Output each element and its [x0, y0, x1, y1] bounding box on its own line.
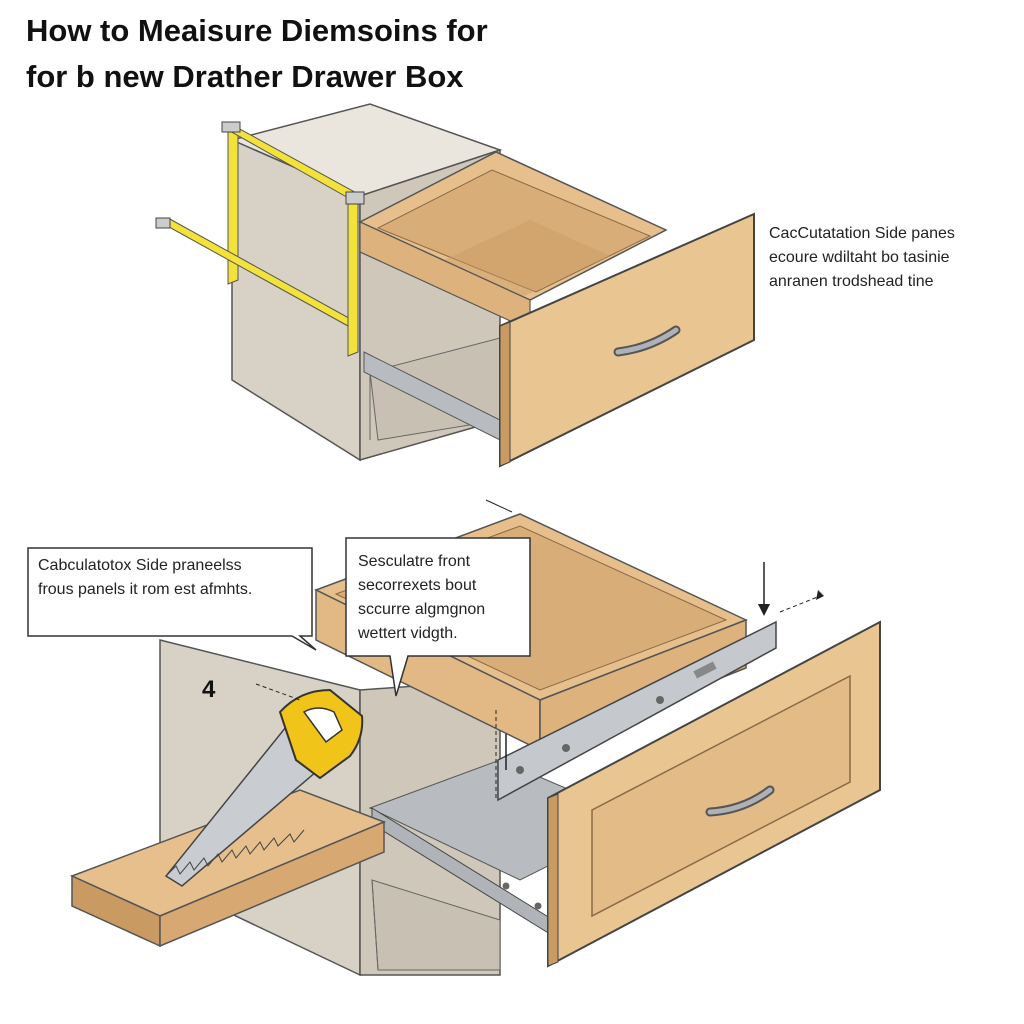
- title-line-2: for b new Drather Drawer Box: [26, 59, 464, 94]
- page-title: How to Meaisure Diemsoins for for b new …: [26, 8, 586, 100]
- bubble-right-line-3: sccurre algmgnon: [358, 601, 486, 618]
- title-line-1: How to Meaisure Diemsoins for: [26, 13, 488, 48]
- hand-saw-icon: [164, 683, 364, 887]
- bubble-left-line-1: Cabculatotox Side praneelss: [38, 557, 242, 574]
- annotation-note: CacCutatation Side panes ecoure wdiltaht…: [769, 222, 955, 294]
- bar-pull-handle-icon: [705, 785, 775, 817]
- bubble-right-line-1: Sesculatre front: [358, 553, 471, 570]
- bubble-shapes: [27, 537, 531, 697]
- step-number: 4: [202, 676, 216, 703]
- speech-bubble-right: Sesculatre front secorrexets bout sccurr…: [358, 550, 485, 646]
- measuring-tape-icon: [155, 121, 365, 357]
- bubble-right-line-2: secorrexets bout: [358, 577, 477, 594]
- annotation-line-2: ecoure wdiltaht bo tasinie: [769, 249, 950, 266]
- wood-board: [70, 789, 387, 948]
- speech-bubble-left: Cabculatotox Side praneelss frous panels…: [38, 554, 252, 602]
- bar-pull-handle-icon: [613, 325, 681, 357]
- annotation-line-1: CacCutatation Side panes: [769, 225, 955, 242]
- top-drawer-box: [358, 151, 755, 468]
- annotation-line-3: anranen trodshead tine: [769, 273, 934, 290]
- bubble-left-line-2: frous panels it rom est afmhts.: [38, 581, 253, 598]
- bubble-right-line-4: wettert vidgth.: [358, 625, 458, 642]
